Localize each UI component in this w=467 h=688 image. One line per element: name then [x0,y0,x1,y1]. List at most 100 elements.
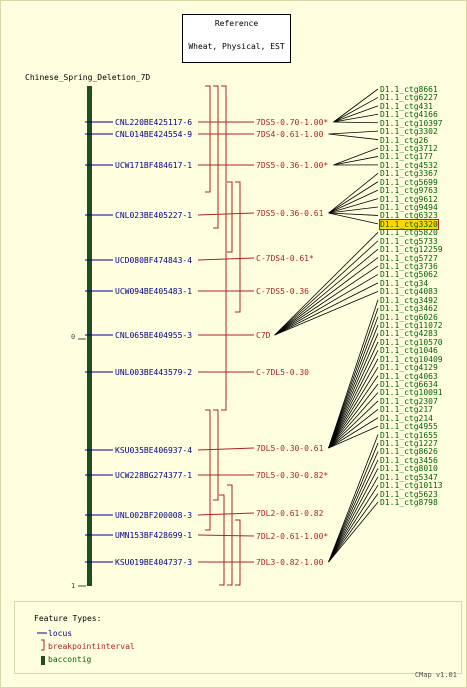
bin-label[interactable]: 7DS5-0.70-1.00* [256,118,329,127]
contig-label[interactable]: D1.1_ctg214 [380,413,433,423]
contig-label[interactable]: D1.1_ctg9612 [380,194,438,204]
contig-label[interactable]: D1.1_ctg10397 [380,118,443,128]
locus-label[interactable]: UMN153BF428699-1 [115,531,193,540]
contig-connector [328,324,379,449]
locus-label[interactable]: UCW094BE405483-1 [115,287,193,296]
contig-label[interactable]: D1.1_ctg10570 [380,337,443,347]
bin-label[interactable]: C-7DL5-0.30 [256,368,309,377]
locus-label[interactable]: CNL014BE424554-9 [115,130,193,139]
contig-label-highlighted[interactable]: D1.1_ctg3320 [379,218,439,230]
contig-label[interactable]: D1.1_ctg4532 [380,160,438,170]
contig-connector [274,282,379,336]
contig-label[interactable]: D1.1_ctg12259 [380,245,443,255]
bin-connector [197,512,255,516]
contig-label[interactable]: D1.1_ctg4283 [380,329,438,339]
bin-label[interactable]: 7DS4-0.61-1.00 [256,130,324,139]
locus-label[interactable]: UCW228BG274377-1 [115,471,193,480]
contig-label[interactable]: D1.1_ctg5062 [380,270,438,280]
contig-label[interactable]: D1.1_ctg1227 [380,439,438,449]
contig-label[interactable]: D1.1_ctg177 [380,152,433,162]
contig-label[interactable]: D1.1_ctg8010 [380,464,438,474]
contig-connector [328,189,379,214]
contig-connector [333,156,379,166]
bin-connector [197,447,255,451]
contig-label[interactable]: D1.1_ctg5699 [380,177,438,187]
contig-label[interactable]: D1.1_ctg34 [380,278,429,288]
contig-label[interactable]: D1.1_ctg6634 [380,380,438,390]
contig-label[interactable]: D1.1_ctg10091 [380,388,443,398]
bin-label[interactable]: 7DL3-0.82-1.00 [256,558,324,567]
locus-label[interactable]: CNL220BE425117-6 [115,118,193,127]
contig-connector [328,341,379,449]
contig-label[interactable]: D1.1_ctg8661 [380,85,438,94]
contig-label[interactable]: D1.1_ctg3712 [380,144,438,153]
bin-label[interactable]: C-7DS5-0.36 [256,287,309,296]
bin-label[interactable]: 7DL5-0.30-0.82* [256,471,329,480]
contig-label[interactable]: D1.1_ctg9494 [380,203,438,213]
contig-label[interactable]: D1.1_ctg5820 [380,228,438,238]
contig-label[interactable]: D1.1_ctg10409 [380,354,443,364]
locus-label[interactable]: KSU019BE404737-3 [115,558,193,567]
contig-label[interactable]: D1.1_ctg10113 [380,481,443,491]
contig-label[interactable]: D1.1_ctg3367 [380,169,438,179]
bin-connector [197,257,255,261]
legend: Feature Types: locus breakpointinterval … [14,601,462,674]
contig-label[interactable]: D1.1_ctg1046 [380,346,438,356]
bin-label[interactable]: 7DS5-0.36-0.61 [256,209,324,218]
contig-label[interactable]: D1.1_ctg5623 [380,489,438,499]
contig-label[interactable]: D1.1_ctg5347 [380,472,438,482]
bin-label[interactable]: C7D [256,331,271,340]
bin-label[interactable]: 7DL2-0.61-1.00* [256,532,329,541]
contig-label[interactable]: D1.1_ctg3736 [380,262,438,272]
contig-label[interactable]: D1.1_ctg4129 [380,363,438,373]
contig-connector [328,212,379,225]
contig-label[interactable]: D1.1_ctg217 [380,405,433,415]
contig-label[interactable]: D1.1_ctg9763 [380,186,438,196]
contig-label[interactable]: D1.1_ctg5727 [380,253,438,263]
reference-map-box[interactable]: Reference Wheat, Physical, EST [182,14,291,63]
contig-label[interactable]: D1.1_ctg8626 [380,447,438,457]
bin-label[interactable]: 7DL2-0.61-0.82 [256,509,324,518]
footer-version: CMap v1.01 [414,671,457,679]
locus-label[interactable]: UCD080BF474843-4 [115,256,193,265]
contig-label[interactable]: D1.1_ctg431 [380,101,433,111]
contig-connector [333,113,379,123]
contig-label[interactable]: D1.1_ctg4063 [380,371,438,381]
contig-label[interactable]: D1.1_ctg3462 [380,304,438,314]
contig-label[interactable]: D1.1_ctg4083 [380,287,438,297]
breakpoint-bracket [221,85,227,411]
contig-label[interactable]: D1.1_ctg8798 [380,498,438,508]
locus-label[interactable]: CNL023BE405227-1 [115,211,193,220]
contig-connector [274,240,379,336]
contig-label[interactable]: D1.1_ctg4166 [380,110,438,120]
contig-label[interactable]: D1.1_ctg2307 [380,396,438,406]
legend-symbols [37,632,47,665]
contig-label[interactable]: D1.1_ctg6227 [380,93,438,103]
contig-label[interactable]: D1.1_ctg3492 [380,295,438,305]
contig-connector [274,257,379,336]
contig-label[interactable]: D1.1_ctg26 [380,135,429,145]
contig-label[interactable]: D1.1_ctg6323 [380,211,438,221]
bin-connector [197,534,255,537]
scale-start-label: 0 [71,333,76,341]
locus-label[interactable]: CNL065BE404955-3 [115,331,193,340]
contig-label[interactable]: D1.1_ctg1655 [380,430,438,440]
locus-label[interactable]: KSU035BE406937-4 [115,446,193,455]
contig-connector [333,121,379,124]
contig-label[interactable]: D1.1_ctg4955 [380,422,438,432]
bin-label[interactable]: 7DL5-0.30-0.61 [256,444,324,453]
locus-label[interactable]: UNL002BF200008-3 [115,511,193,520]
contig-label[interactable]: D1.1_ctg6026 [380,312,438,322]
map-title[interactable]: Chinese_Spring_Deletion_7D [25,73,151,82]
breakpoint-bracket [205,409,211,531]
bin-label[interactable]: C-7DS4-0.61* [256,254,314,263]
locus-label[interactable]: UCW171BF484617-1 [115,161,193,170]
contig-label[interactable]: D1.1_ctg5733 [380,236,438,246]
contig-connector [328,442,379,563]
contig-label[interactable]: D1.1_ctg3302 [380,127,438,137]
contig-label[interactable]: D1.1_ctg3456 [380,455,438,465]
legend-item-breakpointinterval: breakpointinterval [48,642,135,651]
bin-label[interactable]: 7DS5-0.36-1.00* [256,161,329,170]
contig-label[interactable]: D1.1_ctg11072 [380,321,443,331]
locus-label[interactable]: UNL003BE443579-2 [115,368,193,377]
